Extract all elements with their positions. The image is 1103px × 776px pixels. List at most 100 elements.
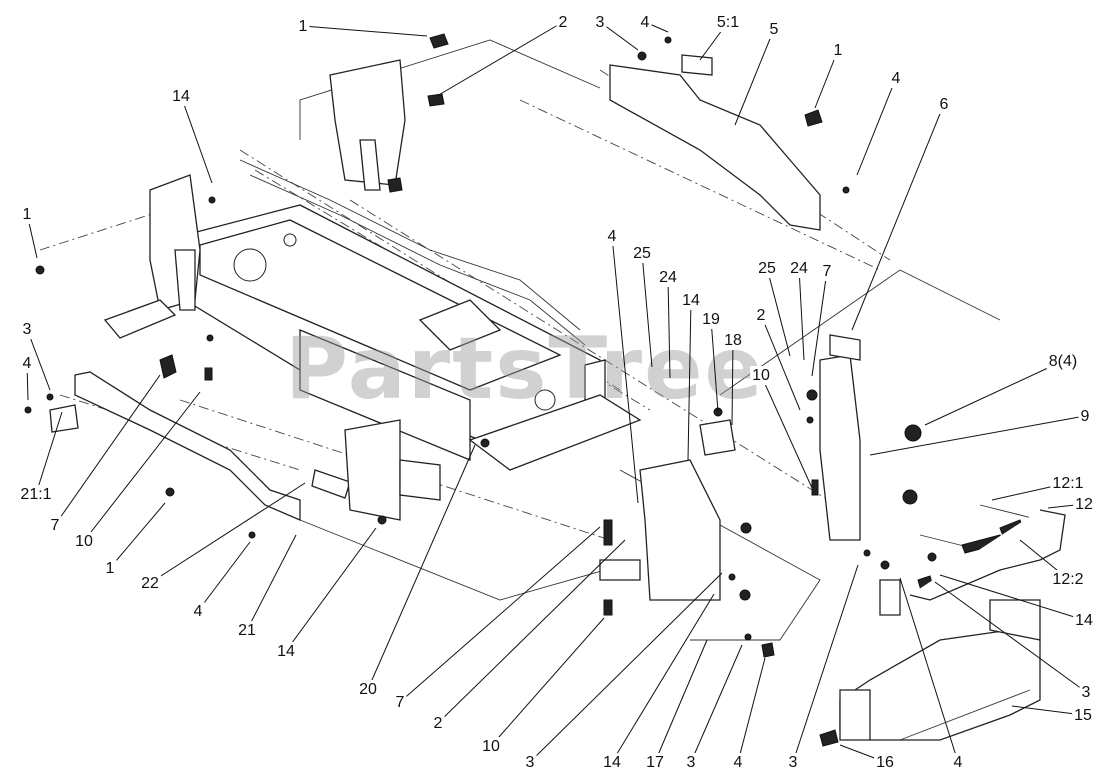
callout-bg-c-7b (48, 516, 62, 535)
callout-c-12-2: 12:2 (1052, 571, 1083, 588)
leader-line-c-24b (798, 267, 805, 361)
leader-line-c-4b (856, 77, 897, 176)
callout-c-7c: 7 (396, 694, 405, 711)
callout-c-4b: 4 (892, 70, 901, 87)
callout-bg-c-7c (393, 693, 407, 712)
leader-line-c-21-1 (35, 411, 63, 495)
callout-c-1c: 1 (23, 206, 32, 223)
callout-bg-c-8 (1046, 352, 1080, 371)
callout-bg-c-1a (296, 17, 310, 36)
callout-bg-c-4e (191, 602, 205, 621)
callout-bg-c-25a (631, 244, 653, 263)
callout-c-8: 8(4) (1049, 353, 1077, 370)
callout-c-21-1: 21:1 (20, 486, 51, 503)
callout-c-3d: 3 (526, 754, 535, 771)
callout-c-4a: 4 (641, 14, 650, 31)
callout-c-3b: 3 (23, 321, 32, 338)
leader-line-c-17 (654, 639, 708, 763)
leader-line-c-4e (197, 541, 251, 612)
callout-c-14e: 14 (603, 754, 621, 771)
callout-bg-c-3b (20, 320, 34, 339)
callout-bg-c-24b (788, 259, 810, 278)
callout-c-2b: 2 (757, 307, 766, 324)
leader-line-c-1d (109, 502, 166, 569)
callout-bg-c-14d (275, 642, 297, 661)
leader-line-c-3d (529, 572, 723, 763)
callout-c-1b: 1 (834, 42, 843, 59)
callout-bg-c-3f (786, 753, 800, 772)
callout-c-12: 12 (1075, 496, 1093, 513)
callout-c-10b: 10 (75, 533, 93, 550)
callout-bg-c-22 (139, 574, 161, 593)
callout-c-24b: 24 (790, 260, 808, 277)
leader-line-c-25a (641, 252, 653, 368)
leader-line-c-3e (690, 644, 743, 763)
callout-bg-c-14a (170, 87, 192, 106)
callout-bg-c-2a (556, 13, 570, 32)
main-frame (184, 159, 642, 471)
callout-bg-c-2b (754, 306, 768, 325)
leader-line-c-4c (611, 235, 639, 504)
leader-line-c-2a (436, 21, 564, 97)
callout-bg-c-4b (889, 69, 903, 88)
leader-line-c-24a (667, 276, 671, 379)
leader-line-c-2b (760, 314, 801, 411)
callout-c-25b: 25 (758, 260, 776, 277)
callout-bg-c-10b (73, 532, 95, 551)
callout-bg-c-4a (638, 13, 652, 32)
callout-bg-c-3a (593, 13, 607, 32)
leader-line-c-1a (302, 25, 428, 37)
callout-bg-c-24a (657, 268, 679, 287)
callout-c-3f: 3 (789, 754, 798, 771)
center-right-bracket (599, 407, 775, 658)
callout-bg-c-12-1 (1050, 474, 1086, 493)
callout-c-4c: 4 (608, 228, 617, 245)
callout-bg-c-14b (680, 291, 702, 310)
callout-c-21: 21 (238, 622, 256, 639)
callout-bg-c-4c (605, 227, 619, 246)
callout-c-9: 9 (1081, 408, 1090, 425)
callout-c-1a: 1 (299, 18, 308, 35)
callout-c-14c: 14 (1075, 612, 1093, 629)
leader-line-c-20 (367, 444, 476, 690)
callout-bg-c-12 (1073, 495, 1095, 514)
left-bracket (35, 174, 216, 381)
callout-bg-c-5-1 (714, 13, 742, 32)
callout-c-2c: 2 (434, 715, 443, 732)
leader-line-c-4f (737, 657, 766, 763)
callout-bg-c-3c (1079, 683, 1093, 702)
callout-c-24a: 24 (659, 269, 677, 286)
top-right-cover (609, 36, 850, 231)
callout-bg-c-16 (874, 753, 896, 772)
leader-line-c-3c (934, 581, 1087, 693)
callout-c-1d: 1 (106, 560, 115, 577)
callout-c-25a: 25 (633, 245, 651, 262)
leader-line-c-5 (734, 28, 775, 126)
callout-c-3a: 3 (596, 14, 605, 31)
callout-bg-c-2c (431, 714, 445, 733)
callout-bg-c-20 (357, 680, 379, 699)
front-bumper (819, 579, 1041, 747)
leader-line-c-18 (731, 339, 734, 426)
leader-line-c-9 (869, 415, 1086, 456)
callout-bg-c-21 (236, 621, 258, 640)
leader-line-c-14a (180, 95, 213, 184)
callout-c-14d: 14 (277, 643, 295, 660)
callout-c-19: 19 (702, 311, 720, 328)
callout-c-4d: 4 (23, 355, 32, 372)
callout-c-6: 6 (940, 96, 949, 113)
right-bracket (806, 334, 937, 595)
callout-c-3e: 3 (687, 754, 696, 771)
callout-c-7b: 7 (51, 517, 60, 534)
callout-bg-c-9 (1078, 407, 1092, 426)
callout-bg-c-10a (750, 366, 772, 385)
callout-bg-c-12-2 (1050, 570, 1086, 589)
callout-c-14b: 14 (682, 292, 700, 309)
callout-bg-c-4d (20, 354, 34, 373)
leader-line-c-3f (792, 564, 859, 763)
callout-bg-c-15 (1072, 706, 1094, 725)
callout-c-17: 17 (646, 754, 664, 771)
leader-line-c-7c (399, 526, 601, 703)
